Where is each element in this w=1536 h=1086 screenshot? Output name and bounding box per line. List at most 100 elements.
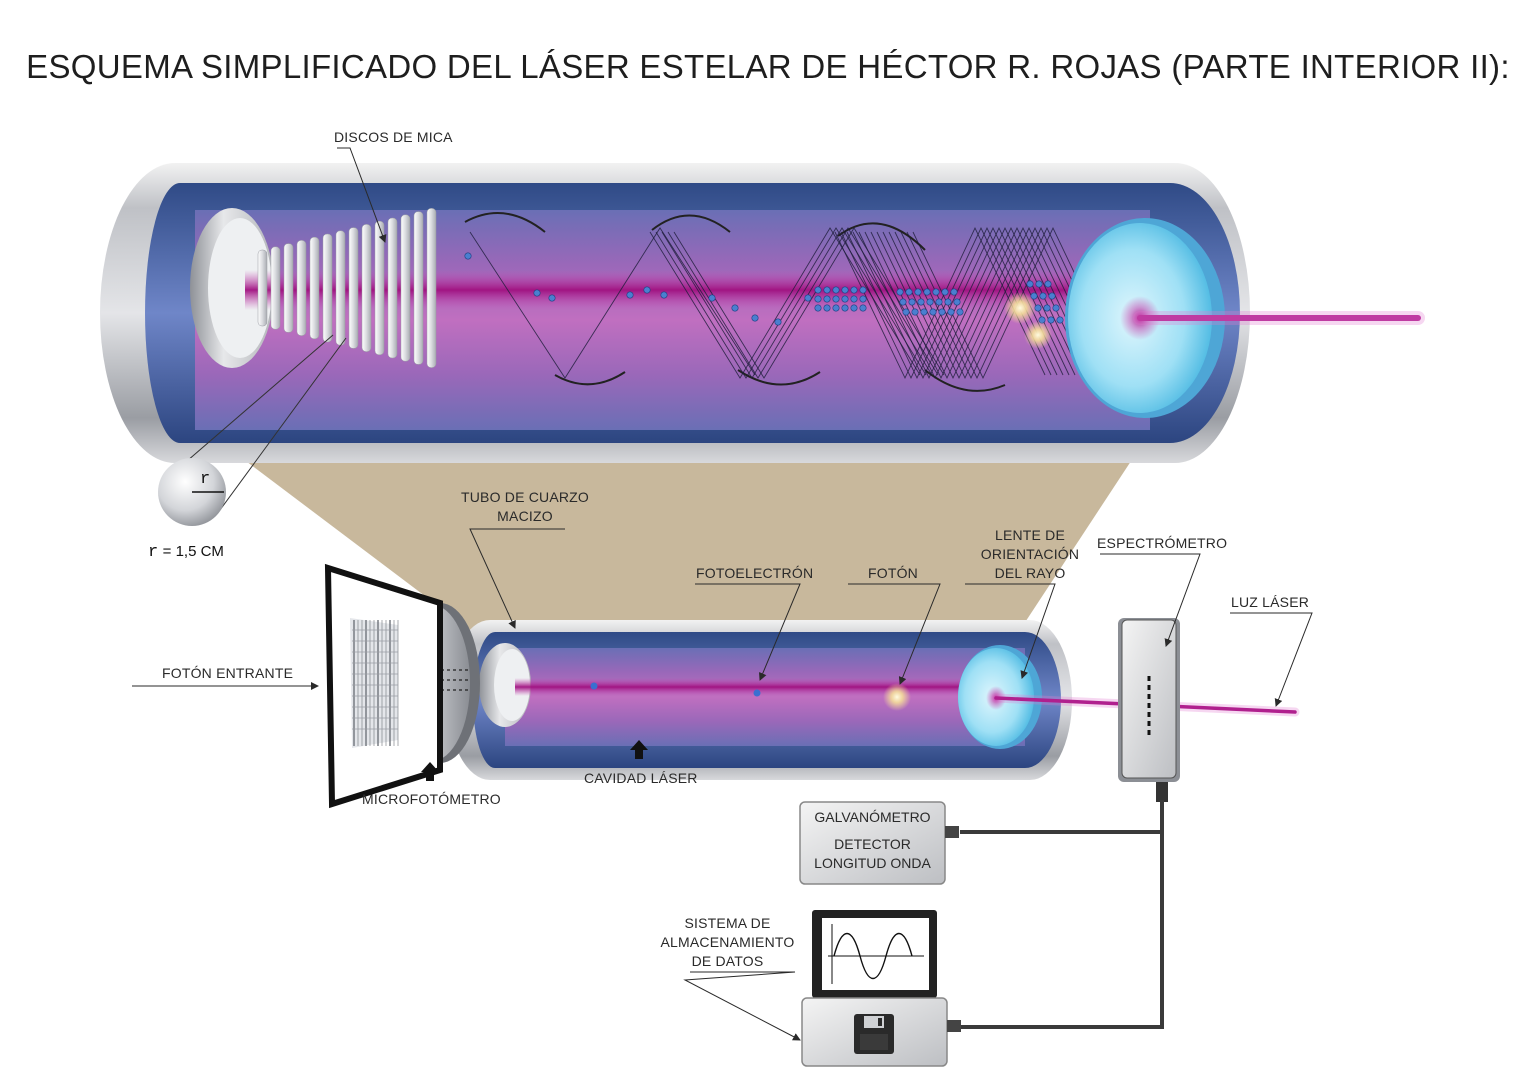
photon-particle — [956, 308, 964, 316]
label-detector-line2: LONGITUD ONDA — [814, 855, 931, 871]
photon-particle — [841, 286, 849, 294]
small-laser-tube — [448, 620, 1300, 780]
mica-disc — [309, 236, 320, 340]
mica-disc — [348, 227, 359, 349]
photon-particle — [1043, 304, 1051, 312]
photon-particle — [814, 286, 822, 294]
photon-particle — [929, 308, 937, 316]
leader-foton — [848, 583, 941, 685]
photon-particle — [914, 288, 922, 296]
monitor-screen — [822, 918, 929, 990]
photon-particle — [908, 298, 916, 306]
label-galvanometro: GALVANÓMETRO — [814, 809, 931, 825]
photon-particle — [708, 294, 716, 302]
small-photoelectron-2 — [753, 689, 761, 697]
photon-particle — [850, 295, 858, 303]
photon-path — [882, 226, 1094, 380]
photon-particle — [850, 286, 858, 294]
photon-particle — [1056, 316, 1064, 324]
photon-particle — [814, 295, 822, 303]
photon-particle — [905, 288, 913, 296]
label-lente: LENTE DE ORIENTACIÓN DEL RAYO — [975, 526, 1085, 583]
small-photon-glow — [883, 683, 911, 711]
photon-particle — [920, 308, 928, 316]
photon-particle — [751, 314, 759, 322]
leader-fotoelectron — [695, 583, 801, 681]
galvanometer-box — [799, 801, 946, 885]
small-tube-beam — [515, 678, 995, 696]
mica-disc — [296, 240, 307, 336]
mirror-arc — [924, 369, 1006, 392]
radius-caption: r = 1,5 CM — [148, 543, 224, 562]
mica-disc — [387, 217, 398, 359]
label-sistema-line1: SISTEMA DE — [684, 915, 771, 931]
photon-particle — [464, 252, 472, 260]
photon-particle — [823, 304, 831, 312]
mica-disc — [257, 249, 268, 327]
photon-glow-1 — [1004, 292, 1036, 324]
label-microfotometro: MICROFOTÓMETRO — [362, 791, 501, 807]
label-detector-line1: DETECTOR — [834, 836, 911, 852]
label-tubo-cuarzo-line2: MACIZO — [497, 508, 553, 524]
label-lente-line2: ORIENTACIÓN — [980, 546, 1080, 562]
photon-particle — [1047, 316, 1055, 324]
mica-disc — [322, 233, 333, 343]
label-lente-line3: DEL RAYO — [994, 565, 1066, 581]
photon-path — [649, 227, 921, 379]
photon-particle — [941, 288, 949, 296]
leader-discos-mica — [337, 147, 387, 243]
label-fotoelectron: FOTOELECTRÓN — [696, 565, 814, 581]
label-tubo-cuarzo-line1: TUBO DE CUARZO — [460, 489, 590, 505]
mica-disc — [270, 246, 281, 330]
radius-symbol: r — [148, 543, 159, 562]
photon-particle — [643, 286, 651, 294]
mirror-arc — [554, 371, 626, 386]
photon-particle — [832, 286, 840, 294]
mica-discs — [257, 208, 437, 368]
label-cavidad-laser: CAVIDAD LÁSER — [584, 770, 698, 786]
photon-particle — [935, 298, 943, 306]
large-laser-tube — [100, 163, 1425, 463]
label-detector: DETECTOR LONGITUD ONDA — [800, 835, 945, 873]
photon-path — [870, 226, 1082, 380]
photon-particle — [832, 295, 840, 303]
mica-disc — [374, 220, 385, 356]
mica-disc — [400, 214, 411, 362]
photon-particle — [896, 288, 904, 296]
cable-spectrometer-to-galvanometer — [960, 800, 1164, 834]
arrow-up-icon — [630, 740, 648, 759]
sine-wave-icon — [833, 933, 913, 979]
mica-disc — [413, 211, 424, 365]
spectral-lines — [352, 620, 399, 746]
photon-path — [864, 226, 1076, 380]
photon-path — [661, 227, 933, 379]
arrow-up-icon — [421, 762, 439, 781]
photon-particle — [1026, 280, 1034, 288]
photon-particle — [923, 288, 931, 296]
photon-particle — [902, 308, 910, 316]
leader-espectrometro — [1100, 553, 1201, 647]
photon-path — [667, 227, 939, 379]
photon-particle — [660, 291, 668, 299]
photon-glow-2 — [1024, 321, 1052, 349]
galvanometer-port — [945, 826, 959, 838]
photon-particle — [832, 304, 840, 312]
small-tube-violet-core — [505, 648, 1025, 746]
label-lente-line1: LENTE DE — [994, 527, 1066, 543]
photon-particle — [950, 288, 958, 296]
cable-spectrometer-to-storage — [960, 832, 1164, 1029]
leader-sistema-datos — [683, 971, 801, 1041]
mica-disc — [361, 224, 372, 352]
radius-value: = 1,5 CM — [162, 543, 224, 560]
photon-particle — [917, 298, 925, 306]
photon-path — [888, 226, 1100, 380]
mirror-arc — [737, 369, 821, 386]
photon-path — [655, 227, 927, 379]
label-sistema-line2: ALMACENAMIENTO — [660, 934, 795, 950]
photon-particle — [841, 304, 849, 312]
label-sistema-line3: DE DATOS — [691, 953, 764, 969]
photon-particle — [804, 294, 812, 302]
label-espectrometro: ESPECTRÓMETRO — [1097, 535, 1228, 551]
label-tubo-cuarzo: TUBO DE CUARZO MACIZO — [460, 488, 590, 526]
